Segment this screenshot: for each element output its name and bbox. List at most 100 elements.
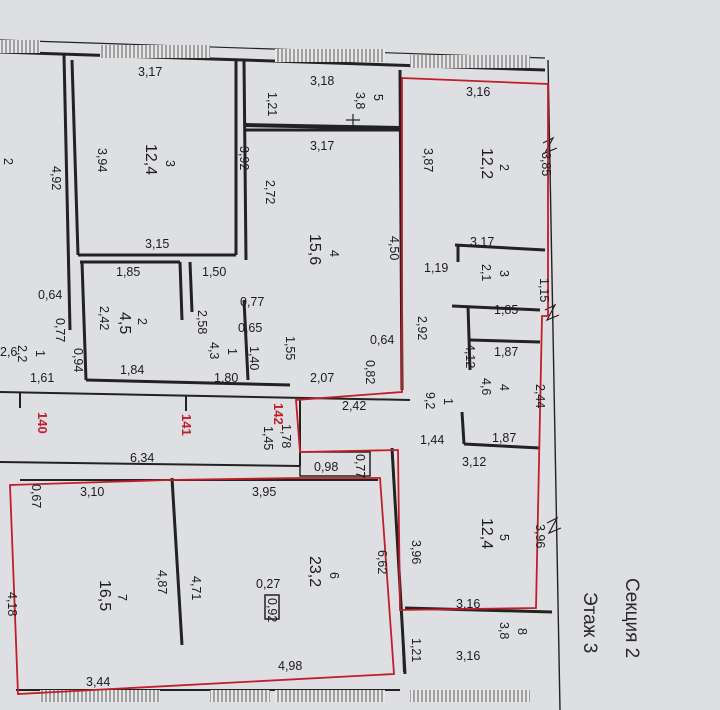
room-4-number: 4 [327, 250, 341, 257]
dimension: 1,85 [494, 303, 518, 317]
dimension: 3,16 [456, 597, 480, 611]
dimension: 3,17 [470, 235, 494, 249]
dimension: 4,92 [49, 166, 63, 190]
dimension: 4,50 [387, 236, 401, 260]
dimension: 1,78 [279, 424, 293, 448]
dimension: 0,98 [314, 460, 338, 474]
dimension: 3,96 [533, 524, 547, 548]
room-7-number: 7 [115, 594, 129, 601]
room-2-right-area: 12,2 [478, 148, 495, 179]
apartment-outlines [9, 77, 549, 695]
axis-140: 140 [35, 412, 50, 434]
dimension: 3,17 [310, 139, 334, 153]
axis-142: 142 [271, 403, 286, 425]
room-5-right-number: 5 [497, 534, 511, 541]
dimension: 1,61 [30, 371, 54, 385]
dimension: 2,58 [195, 310, 209, 334]
dimension: 3,92 [237, 146, 251, 170]
dimension: 3,44 [86, 675, 110, 689]
room-8-area: 3,8 [497, 622, 511, 639]
dimension: 1,19 [424, 261, 448, 275]
dimension: 3,16 [466, 85, 490, 99]
windows [0, 40, 530, 702]
room-6-number: 6 [327, 572, 341, 579]
room-3-right-area: 2,1 [479, 264, 493, 281]
dimension: 2,42 [342, 399, 366, 413]
dimension: 4,12 [463, 344, 477, 368]
dimension: 4,18 [5, 592, 19, 616]
dimension: 1,21 [409, 638, 423, 662]
dimension: 3,17 [138, 65, 162, 79]
room-5-area: 3,8 [353, 92, 367, 109]
dimension: 3,85 [539, 152, 553, 176]
dimension: 4,98 [278, 659, 302, 673]
dimension: 3,12 [462, 455, 486, 469]
room-3-number: 3 [163, 160, 177, 167]
dimension: 0,82 [363, 360, 377, 384]
dimension: 1,44 [420, 433, 444, 447]
dimension: 1,50 [202, 265, 226, 279]
room-2-right-number: 2 [497, 164, 511, 171]
dimension-labels: 3,17 3,18 1,21 3,17 3,94 3,92 2,72 4,92 … [0, 65, 553, 689]
dimension: 2 [1, 158, 15, 165]
room-1-left-number: 1 [33, 350, 47, 357]
room-1-right-number: 1 [441, 398, 455, 405]
room-2-small-area: 4,5 [116, 312, 133, 334]
dimension: 2,92 [415, 316, 429, 340]
dimension: 1,87 [492, 431, 516, 445]
room-7-area: 16,5 [96, 580, 113, 611]
dimension: 3,96 [409, 540, 423, 564]
room-4-right-number: 4 [497, 384, 511, 391]
room-4-right-area: 4,6 [479, 378, 493, 395]
dimension: 1,45 [261, 426, 275, 450]
dimension: 0,92 [265, 598, 279, 622]
dimension: 0,67 [29, 484, 43, 508]
dimension: 1,21 [265, 92, 279, 116]
dimension: 3,94 [95, 148, 109, 172]
dimension: 0,65 [238, 321, 262, 335]
dimension: 0,77 [53, 318, 67, 342]
dimension: 1,84 [120, 363, 144, 377]
dimension: 1,87 [494, 345, 518, 359]
dimension: 1,40 [247, 346, 261, 370]
section-label: Секция 2 [621, 578, 642, 658]
dimension: 0,94 [71, 348, 85, 372]
dimension: 0,77 [240, 295, 264, 309]
dimension: 6,34 [130, 451, 154, 465]
dimension: 2,42 [97, 306, 111, 330]
dimension: 3,15 [145, 237, 169, 251]
dimension: 4,87 [155, 570, 169, 594]
room-2-small-number: 2 [135, 318, 149, 325]
dimension: 0,27 [256, 577, 280, 591]
dimension: 0,64 [38, 288, 62, 302]
dimension: 3,16 [456, 649, 480, 663]
room-1-hall-area: 4,3 [207, 342, 221, 359]
room-5-number: 5 [371, 94, 385, 101]
room-5-right-area: 12,4 [478, 518, 495, 549]
room-8-number: 8 [515, 628, 529, 635]
dimension: 0,64 [370, 333, 394, 347]
dimension: 1,85 [116, 265, 140, 279]
room-6-area: 23,2 [306, 556, 323, 587]
dimension: 1,15 [537, 278, 551, 302]
dimension: 3,10 [80, 485, 104, 499]
dimension: 1,80 [214, 371, 238, 385]
axis-141: 141 [179, 414, 194, 436]
dimension: 3,87 [421, 148, 435, 172]
room-1-left-area: 2,2 [15, 345, 29, 362]
room-3-right-number: 3 [497, 270, 511, 277]
dimension: 1,55 [283, 336, 297, 360]
dimension: 3,95 [252, 485, 276, 499]
dimension: 2,72 [263, 180, 277, 204]
floor-label: Этаж 3 [579, 592, 600, 653]
dimension: 2,07 [310, 371, 334, 385]
room-1-hall-number: 1 [225, 348, 239, 355]
dimension: 0,77 [353, 454, 367, 478]
dimension: 3,18 [310, 74, 334, 88]
dimension: 6,62 [375, 550, 389, 574]
dimension: 2,6 [0, 345, 17, 359]
dimension: 2,44 [533, 384, 547, 408]
dimension: 4,71 [189, 576, 203, 600]
